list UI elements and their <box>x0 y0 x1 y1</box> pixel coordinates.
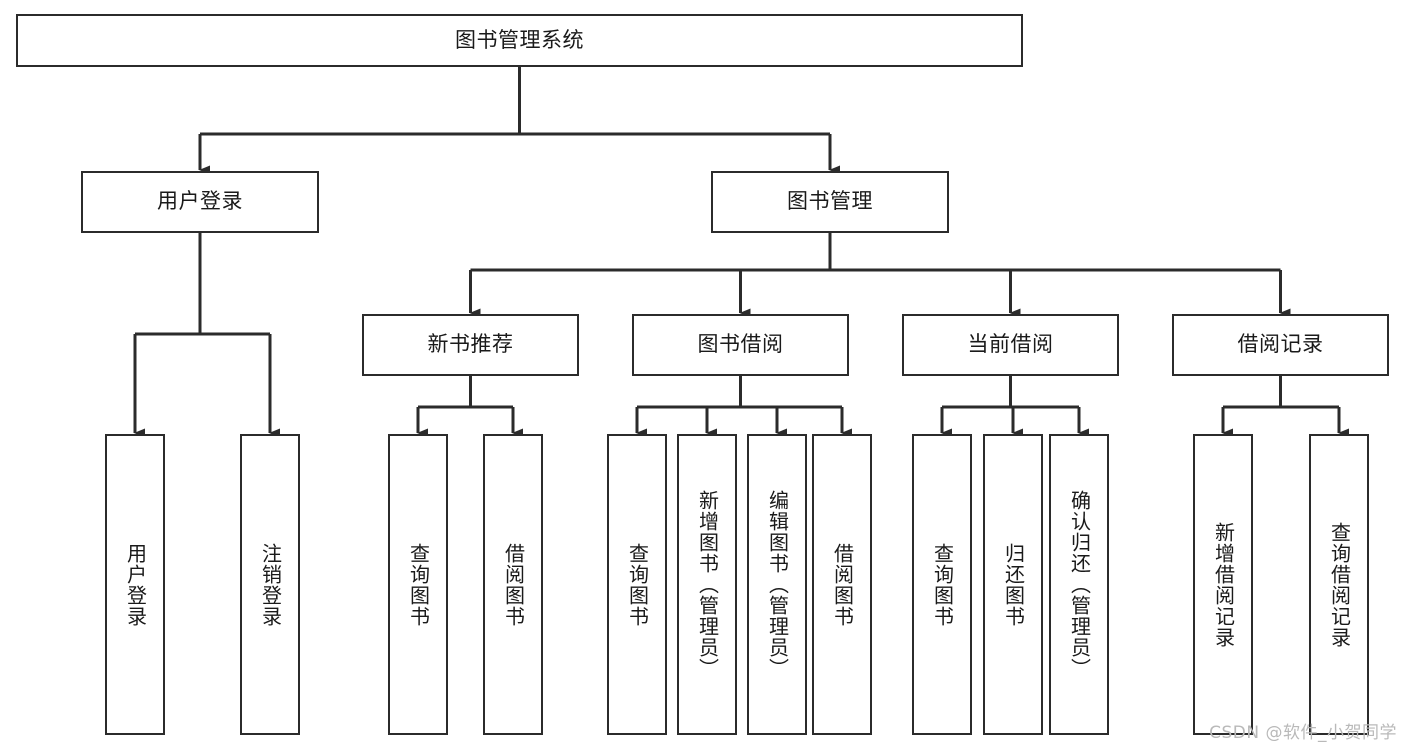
node-user-login[interactable]: 用户登录 <box>81 171 319 233</box>
node-leaf-cur-confirm[interactable]: 确认归还（管理员） <box>1049 434 1109 735</box>
node-root[interactable]: 图书管理系统 <box>16 14 1023 67</box>
node-book-borrow[interactable]: 图书借阅 <box>632 314 849 376</box>
node-label: 借阅图书 <box>501 542 526 627</box>
node-new-book-rec[interactable]: 新书推荐 <box>362 314 579 376</box>
node-label: 新书推荐 <box>427 332 514 357</box>
node-leaf-borrow-query[interactable]: 查询图书 <box>607 434 667 735</box>
node-current-borrow[interactable]: 当前借阅 <box>902 314 1119 376</box>
node-leaf-borrow-add[interactable]: 新增图书（管理员） <box>677 434 737 735</box>
node-label: 归还图书 <box>1001 542 1026 627</box>
node-leaf-rec-query[interactable]: 查询图书 <box>388 434 448 735</box>
node-leaf-rec-search[interactable]: 查询借阅记录 <box>1309 434 1369 735</box>
node-label: 确认归还（管理员） <box>1067 490 1092 679</box>
node-leaf-user-logout[interactable]: 注销登录 <box>240 434 300 735</box>
node-leaf-borrow-edit[interactable]: 编辑图书（管理员） <box>747 434 807 735</box>
node-leaf-borrow-lend[interactable]: 借阅图书 <box>812 434 872 735</box>
node-label: 图书管理 <box>787 189 873 214</box>
node-leaf-cur-return[interactable]: 归还图书 <box>983 434 1043 735</box>
node-borrow-record[interactable]: 借阅记录 <box>1172 314 1389 376</box>
node-label: 图书借阅 <box>697 332 784 357</box>
node-label: 查询图书 <box>930 542 955 627</box>
node-label: 新增借阅记录 <box>1211 521 1236 648</box>
node-label: 当前借阅 <box>967 332 1054 357</box>
node-label: 查询借阅记录 <box>1327 521 1352 648</box>
node-label: 借阅图书 <box>830 542 855 627</box>
node-label: 新增图书（管理员） <box>695 490 720 679</box>
node-label: 查询图书 <box>406 542 431 627</box>
node-book-manage[interactable]: 图书管理 <box>711 171 949 233</box>
node-leaf-rec-borrow[interactable]: 借阅图书 <box>483 434 543 735</box>
node-label: 用户登录 <box>157 189 243 214</box>
node-label: 图书管理系统 <box>455 27 584 52</box>
node-label: 用户登录 <box>123 542 148 627</box>
node-label: 查询图书 <box>625 542 650 627</box>
node-leaf-user-login[interactable]: 用户登录 <box>105 434 165 735</box>
node-label: 借阅记录 <box>1237 332 1324 357</box>
node-leaf-rec-add[interactable]: 新增借阅记录 <box>1193 434 1253 735</box>
watermark-text: CSDN @软件_小贺同学 <box>1209 723 1397 743</box>
node-leaf-cur-query[interactable]: 查询图书 <box>912 434 972 735</box>
node-label: 注销登录 <box>258 542 283 627</box>
node-label: 编辑图书（管理员） <box>765 490 790 679</box>
